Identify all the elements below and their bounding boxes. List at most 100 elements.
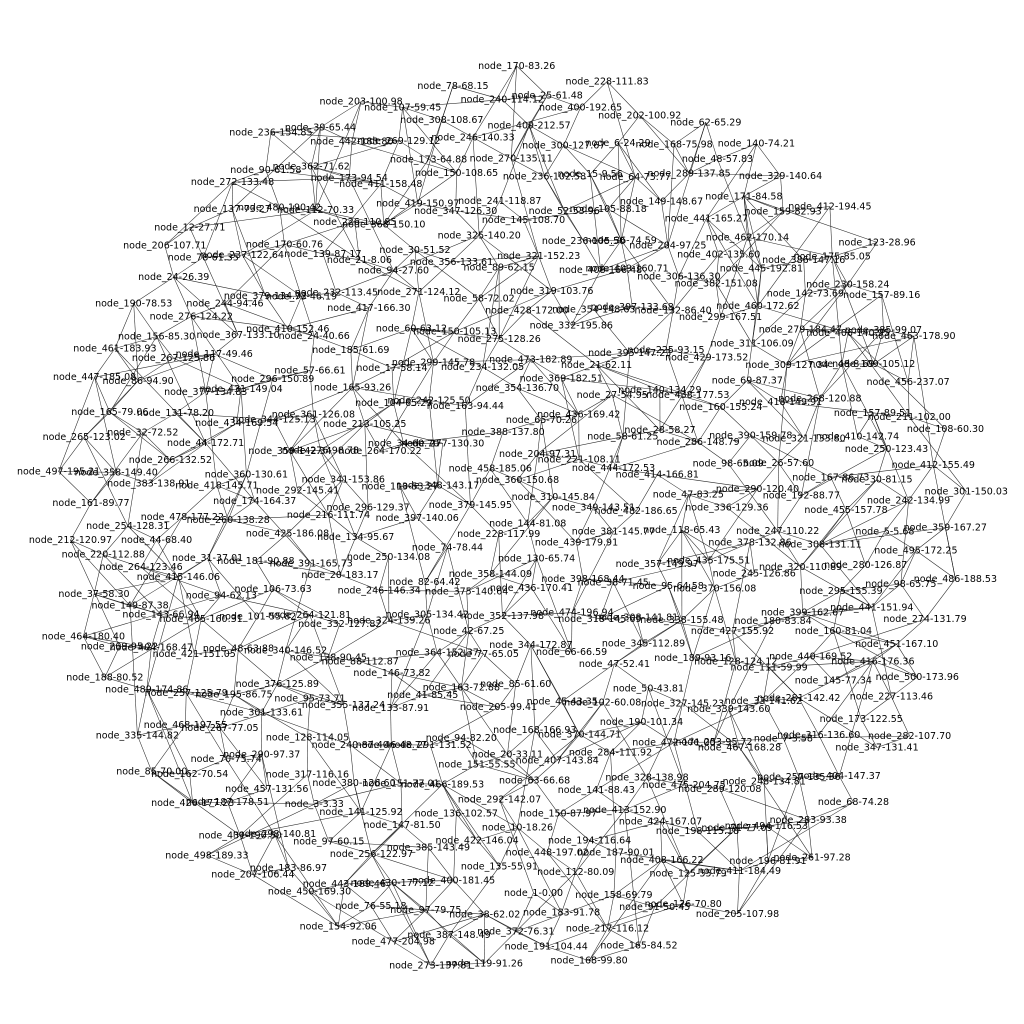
graph-edge <box>810 656 834 681</box>
node-label: node_299-145.78 <box>392 357 475 368</box>
node-label: node_244-94.46 <box>186 298 263 309</box>
node-label: node_225-93.15 <box>627 345 704 356</box>
graph-edge <box>351 141 457 174</box>
node-label: node_198-115.18 <box>656 826 739 837</box>
graph-edge <box>189 774 193 804</box>
node-label: node_63-66.68 <box>499 776 570 787</box>
graph-edge <box>778 438 805 464</box>
node-label: node_467-168.28 <box>698 743 781 754</box>
graph-edge <box>736 827 740 871</box>
graph-edge <box>660 821 689 874</box>
node-label: node_264-123.46 <box>99 562 182 573</box>
node-label: node_264-170.22 <box>338 446 421 457</box>
graph-edge <box>390 672 393 709</box>
graph-edge <box>502 615 532 646</box>
graph-edge <box>461 687 508 755</box>
graph-edge <box>360 652 438 662</box>
graph-edge <box>142 412 176 433</box>
node-label: node_355-137.24 <box>302 700 385 711</box>
graph-edge <box>763 697 799 702</box>
node-label: node_299-167.51 <box>679 312 762 323</box>
node-label: node_412-194.45 <box>788 202 871 213</box>
graph-edge <box>255 533 288 562</box>
node-label: node_32-72.52 <box>107 428 178 439</box>
node-label: node_102-60.08 <box>564 698 641 709</box>
graph-edge <box>411 328 500 340</box>
graph-edge <box>766 819 809 827</box>
graph-edge <box>739 747 813 858</box>
node-label: node_320-110.89 <box>759 562 842 573</box>
graph-edge <box>563 145 591 175</box>
node-label-layer: node_144-81.08node_228-117.99node_360-15… <box>17 61 1008 971</box>
graph-edge <box>127 525 157 541</box>
graph-edge <box>307 698 311 738</box>
node-label: node_359-142.34 <box>248 446 331 457</box>
graph-edge <box>70 540 120 647</box>
graph-edge <box>681 529 709 561</box>
graph-edge <box>141 566 179 578</box>
graph-edge <box>527 453 538 524</box>
graph-edge <box>657 474 758 490</box>
node-label: node_143-66.94 <box>122 610 199 621</box>
node-label: node_185-61.69 <box>312 345 389 356</box>
node-label: node_300-127.67 <box>522 140 605 151</box>
node-label: node_111-59.99 <box>730 662 807 673</box>
graph-edge <box>270 127 321 133</box>
graph-edge <box>688 158 718 174</box>
graph-edge <box>328 623 341 658</box>
graph-edge <box>470 468 491 506</box>
graph-edge <box>379 590 467 592</box>
graph-edge <box>534 780 559 814</box>
node-label: node_159-82.93 <box>744 207 821 218</box>
graph-edge <box>600 240 622 271</box>
graph-edge <box>442 784 457 814</box>
graph-edge <box>646 703 683 778</box>
graph-edge <box>94 377 111 413</box>
graph-edge <box>757 268 762 306</box>
graph-edge <box>84 380 139 438</box>
node-label: node_280-126.87 <box>824 560 907 571</box>
graph-edge <box>636 617 733 632</box>
graph-edge <box>515 931 547 947</box>
node-label: node_88-112.87 <box>322 657 399 668</box>
graph-edge <box>683 903 738 915</box>
node-label: node_281-142.42 <box>757 693 840 704</box>
node-label: node_332-195.86 <box>530 320 613 331</box>
node-label: node_28-58.27 <box>624 425 695 436</box>
graph-edge <box>477 827 518 841</box>
node-label: node_144-81.08 <box>489 518 566 529</box>
node-label: node_36-74.59 <box>586 235 657 246</box>
graph-edge <box>189 227 204 258</box>
node-label: node_112-70.33 <box>277 205 354 216</box>
node-label: node_168-99.80 <box>550 956 627 967</box>
graph-edge <box>534 760 558 781</box>
graph-edge <box>207 519 229 559</box>
graph-edge <box>681 619 694 659</box>
graph-edge <box>466 573 491 592</box>
graph-edge <box>612 582 644 644</box>
node-label: node_301-150.03 <box>925 487 1008 498</box>
edge-layer <box>58 65 967 966</box>
graph-edge <box>297 490 329 516</box>
graph-edge <box>833 630 918 678</box>
graph-edge <box>610 721 642 753</box>
graph-edge <box>780 175 784 212</box>
node-label: node_147-81.50 <box>363 820 440 831</box>
graph-edge <box>611 394 624 437</box>
graph-edge <box>579 734 611 753</box>
graph-edge <box>452 85 503 100</box>
graph-edge <box>140 539 157 568</box>
graph-edge <box>411 328 455 332</box>
graph-edge <box>747 380 805 439</box>
graph-edge <box>692 588 715 659</box>
graph-edge <box>482 338 500 368</box>
graph-edge <box>769 661 873 668</box>
node-label: node_308-108.67 <box>400 115 483 126</box>
graph-edge <box>545 912 562 947</box>
graph-edge <box>466 558 537 592</box>
node-label: node_415-146.06 <box>137 572 220 583</box>
graph-edge <box>900 550 917 585</box>
graph-edge <box>777 462 779 532</box>
graph-edge <box>58 377 95 472</box>
graph-edge <box>233 683 278 695</box>
